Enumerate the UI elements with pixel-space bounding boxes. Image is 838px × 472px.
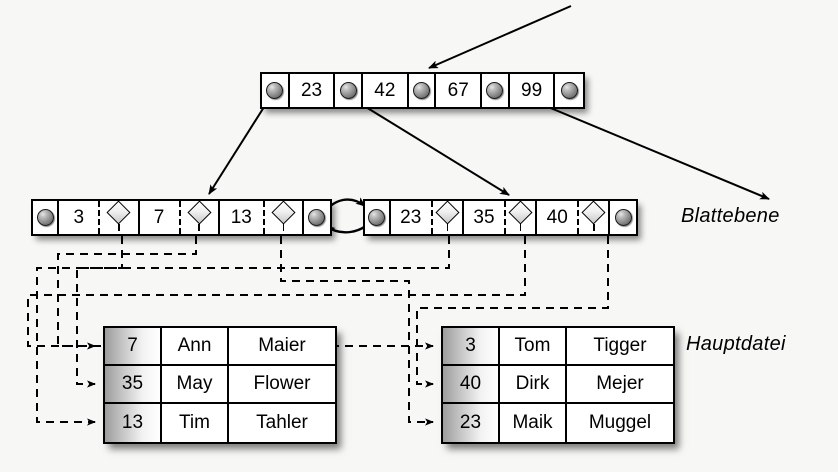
leaf-left-key-1: 7 xyxy=(139,201,179,234)
row-first-name: Ann xyxy=(162,328,229,364)
root-pointer-1-arrow xyxy=(208,95,272,195)
root-pointer-4-arrow xyxy=(516,93,770,200)
row-key: 35 xyxy=(105,366,162,402)
leaf-right-key-0: 23 xyxy=(390,201,431,234)
leaf-node-left[interactable]: 3 7 13 xyxy=(31,199,332,236)
diamond-stem xyxy=(282,224,285,231)
diamond-pointer-icon xyxy=(435,200,460,225)
sphere-pointer-icon xyxy=(368,209,386,226)
row-last-name: Muggel xyxy=(567,404,673,442)
row-key: 3 xyxy=(443,328,500,364)
row-first-name: Tom xyxy=(500,328,567,364)
sphere-pointer-icon xyxy=(339,82,357,99)
diamond-pointer-icon xyxy=(187,200,212,225)
leaf-left-next-pointer[interactable] xyxy=(303,201,330,234)
root-pointer-3[interactable] xyxy=(482,74,510,107)
table-row[interactable]: 3 Tom Tigger xyxy=(443,328,673,366)
leaf-left-key-0: 3 xyxy=(59,201,99,234)
row-first-name: Dirk xyxy=(500,366,567,402)
row-key: 23 xyxy=(443,404,500,442)
sphere-pointer-icon xyxy=(266,82,284,99)
leaf-right-next-pointer[interactable] xyxy=(610,201,636,234)
sphere-pointer-icon xyxy=(486,82,504,99)
leaf-right-prev-pointer[interactable] xyxy=(365,201,391,234)
root-key-0: 23 xyxy=(289,74,336,107)
diamond-pointer-icon xyxy=(581,200,606,225)
root-index-node[interactable]: 23 42 67 99 xyxy=(260,72,585,109)
root-pointer-2-arrow xyxy=(347,95,510,196)
leaf-left-prev-pointer[interactable] xyxy=(33,201,60,234)
root-pointer-1[interactable] xyxy=(335,74,364,107)
row-last-name: Mejer xyxy=(567,366,673,402)
root-key-2: 67 xyxy=(436,74,483,107)
leaf-left-recptr-2[interactable] xyxy=(262,200,304,234)
row-first-name: Tim xyxy=(162,404,229,442)
row-last-name: Flower xyxy=(229,366,335,402)
sphere-pointer-icon xyxy=(36,209,54,226)
sphere-pointer-icon xyxy=(308,209,326,226)
table-row[interactable]: 40 Dirk Mejer xyxy=(443,366,673,404)
diamond-stem xyxy=(519,224,522,231)
leaf-right-recptr-0[interactable] xyxy=(430,200,464,234)
leaf-right-key-1: 35 xyxy=(463,201,505,234)
sphere-pointer-icon xyxy=(614,209,632,226)
diamond-stem xyxy=(446,224,449,231)
label-leaf-level: Blattebene xyxy=(681,205,780,227)
row-first-name: Maik xyxy=(500,404,567,442)
leaf-left-recptr-0[interactable] xyxy=(98,200,140,234)
leaf-right-recptr-1[interactable] xyxy=(504,200,538,234)
incoming-root-arrow xyxy=(428,5,572,69)
root-key-3: 99 xyxy=(509,74,556,107)
row-last-name: Maier xyxy=(229,328,335,364)
leaf-left-recptr-1[interactable] xyxy=(178,200,220,234)
row-last-name: Tahler xyxy=(229,404,335,442)
diamond-pointer-icon xyxy=(508,200,533,225)
root-pointer-2[interactable] xyxy=(408,74,437,107)
main-file-table-left[interactable]: 7 Ann Maier 35 May Flower 13 Tim Tahler xyxy=(103,326,337,444)
diamond-pointer-icon xyxy=(106,200,131,225)
row-last-name: Tigger xyxy=(567,328,673,364)
table-row[interactable]: 35 May Flower xyxy=(105,366,335,404)
root-pointer-0[interactable] xyxy=(262,74,290,107)
row-key: 40 xyxy=(443,366,500,402)
row-key: 13 xyxy=(105,404,162,442)
root-pointer-4[interactable] xyxy=(555,74,583,107)
table-row[interactable]: 13 Tim Tahler xyxy=(105,404,335,442)
diamond-stem xyxy=(118,224,120,231)
leaf-right-recptr-2[interactable] xyxy=(577,200,611,234)
row-first-name: May xyxy=(162,366,229,402)
sphere-pointer-icon xyxy=(560,82,578,99)
label-main-file: Hauptdatei xyxy=(686,333,786,355)
diamond-stem xyxy=(593,224,595,231)
sphere-pointer-icon xyxy=(413,82,431,99)
row-key: 7 xyxy=(105,328,162,364)
leaf-right-key-2: 40 xyxy=(537,201,578,234)
leaf-left-key-2: 13 xyxy=(219,201,263,234)
leaf-node-right[interactable]: 23 35 40 xyxy=(363,199,638,236)
main-file-table-right[interactable]: 3 Tom Tigger 40 Dirk Mejer 23 Maik Mugge… xyxy=(441,326,675,444)
diamond-pointer-icon xyxy=(271,200,296,225)
table-row[interactable]: 7 Ann Maier xyxy=(105,328,335,366)
table-row[interactable]: 23 Maik Muggel xyxy=(443,404,673,442)
diamond-stem xyxy=(198,224,201,231)
root-key-1: 42 xyxy=(363,74,409,107)
